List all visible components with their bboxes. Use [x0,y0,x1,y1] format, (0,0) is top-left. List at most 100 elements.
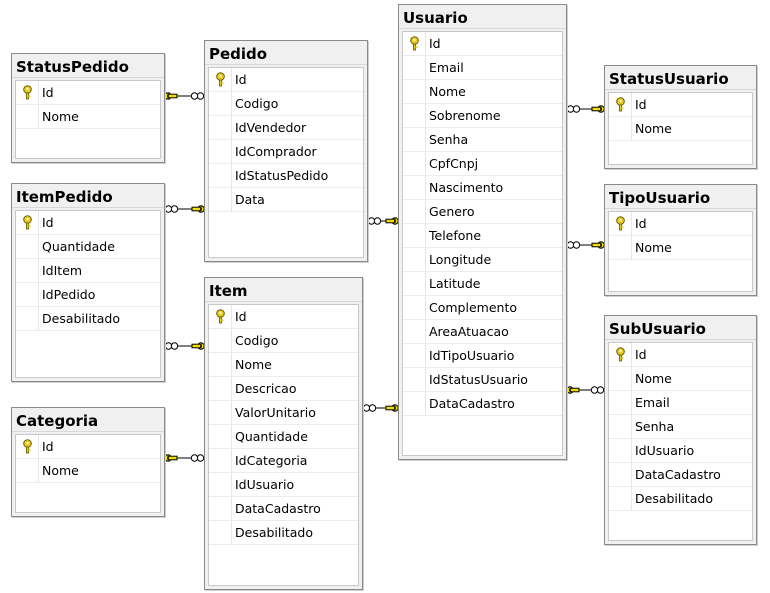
column-row[interactable]: IdStatusPedido [209,164,363,188]
column-row[interactable]: IdUsuario [209,473,358,497]
column-row[interactable]: IdUsuario [609,439,752,463]
column-row[interactable]: Desabilitado [209,521,358,545]
column-row[interactable]: IdVendedor [209,116,363,140]
column-row[interactable]: Genero [403,200,562,224]
column-row[interactable]: Id [209,68,363,92]
column-row[interactable]: DataCadastro [403,392,562,416]
column-row[interactable]: Nascimento [403,176,562,200]
column-row[interactable]: Nome [403,80,562,104]
column-row[interactable]: Telefone [403,224,562,248]
column-row[interactable]: Id [16,435,160,459]
column-name: Complemento [429,300,517,315]
column-row[interactable]: Id [209,305,358,329]
column-row[interactable]: IdTipoUsuario [403,344,562,368]
column-name: Email [429,60,464,75]
row-selector [609,117,632,140]
column-row[interactable]: Nome [609,236,752,260]
row-selector [609,236,632,259]
column-row[interactable]: Id [403,32,562,56]
column-row[interactable]: Codigo [209,329,358,353]
column-name: Id [235,72,247,87]
column-row[interactable]: Nome [609,367,752,391]
column-row[interactable]: Data [209,188,363,212]
column-row[interactable]: Quantidade [16,235,160,259]
column-name: Id [635,216,647,231]
primary-key-icon [16,211,39,234]
row-selector [403,296,426,319]
column-row[interactable]: CpfCnpj [403,152,562,176]
column-row[interactable]: DataCadastro [609,463,752,487]
column-row[interactable]: DataCadastro [209,497,358,521]
column-row[interactable]: Sobrenome [403,104,562,128]
column-row[interactable]: Id [609,93,752,117]
relationship-connector[interactable] [362,404,399,412]
column-row[interactable]: Senha [403,128,562,152]
column-row[interactable]: Senha [609,415,752,439]
column-row[interactable]: IdPedido [16,283,160,307]
column-row[interactable]: Latitude [403,272,562,296]
column-row[interactable]: Id [609,212,752,236]
row-selector [16,307,39,330]
column-row[interactable]: IdStatusUsuario [403,368,562,392]
relationship-connector[interactable] [566,105,605,113]
column-row[interactable]: Id [16,211,160,235]
row-selector [209,473,232,496]
relationship-connector[interactable] [164,205,205,213]
column-row[interactable]: IdComprador [209,140,363,164]
column-row[interactable]: Nome [16,105,160,129]
relationship-connector[interactable] [566,241,605,249]
column-row[interactable]: Codigo [209,92,363,116]
key-end-icon [566,386,580,394]
row-selector [209,497,232,520]
column-row[interactable]: Email [403,56,562,80]
row-selector [209,329,232,352]
column-row[interactable]: Email [609,391,752,415]
column-row[interactable]: Quantidade [209,425,358,449]
primary-key-icon [16,81,39,104]
column-row[interactable]: Nome [609,117,752,141]
row-selector [16,235,39,258]
column-name: Latitude [429,276,481,291]
column-row[interactable]: Desabilitado [16,307,160,331]
relationship-connector[interactable] [164,92,205,100]
column-name: CpfCnpj [429,156,479,171]
column-row[interactable]: IdCategoria [209,449,358,473]
column-row[interactable]: Id [16,81,160,105]
column-row[interactable]: Longitude [403,248,562,272]
column-name: IdItem [42,263,83,278]
infinity-end-icon [367,217,382,225]
relationship-connector[interactable] [164,454,205,462]
column-row[interactable]: Complemento [403,296,562,320]
table-title: Pedido [205,41,367,65]
column-row[interactable]: Id [609,343,752,367]
primary-key-icon [209,68,232,91]
relationship-connector[interactable] [164,342,205,350]
column-row[interactable]: AreaAtuacao [403,320,562,344]
row-selector [16,259,39,282]
row-selector [209,92,232,115]
column-name: Desabilitado [235,525,313,540]
row-selector [209,449,232,472]
relationship-connector[interactable] [367,217,399,225]
column-row[interactable]: Desabilitado [609,487,752,511]
relationship-connector[interactable] [566,386,605,394]
column-row[interactable]: IdItem [16,259,160,283]
column-row[interactable]: Descricao [209,377,358,401]
column-name: Quantidade [42,239,115,254]
row-selector [609,487,632,510]
column-row[interactable]: ValorUnitario [209,401,358,425]
column-row[interactable]: Nome [209,353,358,377]
column-row[interactable]: Nome [16,459,160,483]
key-end-icon [591,241,605,249]
